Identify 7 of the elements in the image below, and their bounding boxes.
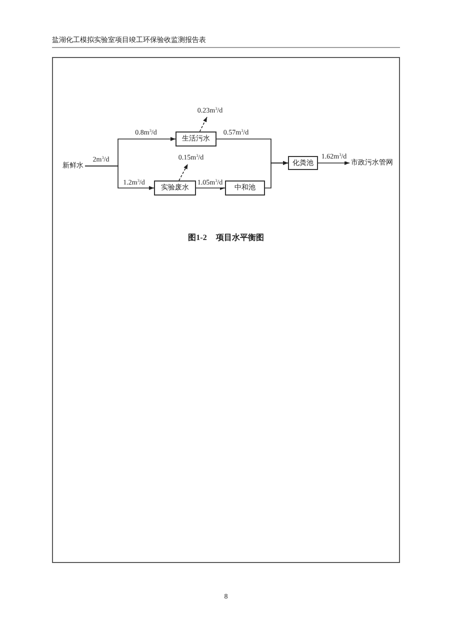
arrow <box>318 161 350 165</box>
arrow <box>196 186 226 190</box>
arrow <box>264 161 288 188</box>
figure-caption: 图1-2 项目水平衡图 <box>188 233 264 243</box>
dashed-arrow <box>178 164 188 181</box>
dashed-arrow <box>199 116 208 132</box>
arrow <box>84 166 154 190</box>
